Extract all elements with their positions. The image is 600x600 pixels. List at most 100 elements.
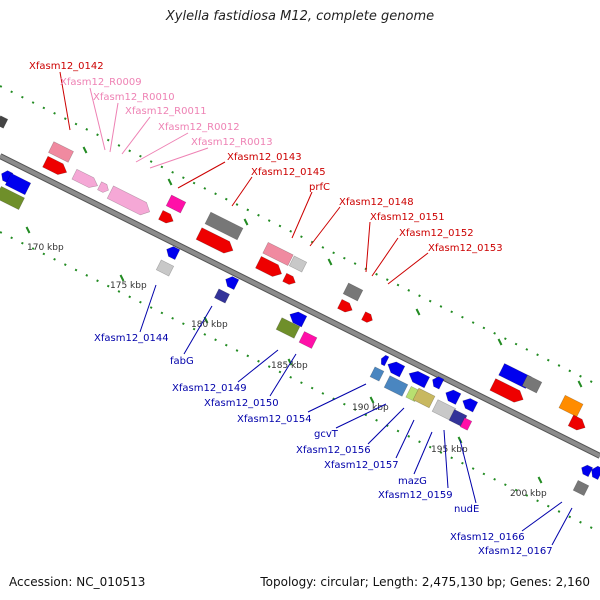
gene-xfasm12-0149-blue [289,311,308,328]
gene-prfC [255,255,283,277]
leader-reverse-2 [237,349,279,383]
kbp-tick-3 [287,358,293,366]
gene-xfasm12-0144-blue [166,246,181,261]
gene-fabG [213,288,231,304]
gene-prfC-grey [288,255,308,273]
gene-edge-left [0,115,9,129]
reverse-label-7: Xfasm12_0157 [324,460,399,471]
forward-label-5: Xfasm12_0151 [370,212,445,223]
topology-text: Topology: circular; Length: 2,475,130 bp… [260,575,590,589]
gene-r0011 [106,185,151,216]
gene-r0010 [97,181,109,193]
kbp-tick-0 [25,226,31,234]
reverse-label-10: nudE [454,504,479,515]
gene-forward-blue [498,363,532,389]
gene-nudE [459,417,473,431]
reverse-label-6: Xfasm12_0156 [296,445,371,456]
kbp-tick-1 [119,274,125,282]
leader-rna-2 [121,116,151,155]
leader-rna-4 [149,147,209,169]
reverse-label-12: Xfasm12_0167 [478,546,553,557]
reverse-label-2: Xfasm12_0149 [172,383,247,394]
forward-label-3: prfC [309,182,330,193]
kbp-label-1: 175 kbp [110,281,147,291]
map-title: Xylella fastidiosa M12, complete genome [165,9,435,24]
kbp-tick-6 [537,476,543,484]
forward-label-6: Xfasm12_0152 [399,228,474,239]
gene-fabG-blue [225,276,240,291]
gene-prfC-small [282,272,296,285]
gene-xfasm12-0152 [361,311,373,323]
reverse-label-11: Xfasm12_0166 [450,532,525,543]
gene-edge-right [591,465,600,481]
reverse-label-9: Xfasm12_0159 [378,490,453,501]
accession-text: Accession: NC_010513 [9,575,146,589]
leader-forward-3 [291,191,313,239]
gene-gcvT [383,375,409,397]
gene-xfasm12-0156-blue [432,376,445,390]
kbp-label-4: 190 kbp [352,403,389,413]
kbp-label-0: 170 kbp [27,243,64,253]
leader-reverse-11 [521,501,563,532]
outer-tick-0 [82,146,88,154]
gene-left-blue [4,172,32,196]
reverse-label-3: Xfasm12_0150 [204,398,279,409]
gene-xfasm12-0151 [337,298,353,313]
outer-tick-2 [243,218,249,226]
leader-forward-2 [231,176,253,207]
leader-reverse-10 [459,439,477,504]
leader-reverse-3 [269,353,297,397]
leader-forward-1 [177,161,226,189]
gene-xfasm12-0154-blue [380,354,390,367]
gene-prfC-upper [262,241,294,267]
gene-xfasm12-0159-blue [462,398,479,413]
gene-xfasm12-0149 [275,317,301,339]
gene-xfasm12-0144 [155,259,175,277]
backbone-line [0,154,600,458]
rna-label-1: Xfasm12_R0010 [93,92,175,103]
reverse-label-5: gcvT [314,429,339,440]
leader-rna-0 [89,87,106,151]
gene-gcvT-blue [387,361,406,378]
gene-left-blue-small [1,170,14,184]
gene-xfasm12-0143-upper [165,194,187,214]
gene-gcvT-blue-2 [408,370,431,389]
gene-xfasm12-0166 [572,479,590,497]
reverse-label-4: Xfasm12_0154 [237,414,312,425]
leader-reverse-5 [335,403,387,429]
gene-xfasm12-0157 [412,387,436,409]
gene-xfasm12-0145 [195,227,234,254]
leader-forward-6 [371,237,399,277]
leader-reverse-9 [443,429,449,489]
gene-xfasm12-0142 [42,155,68,175]
leader-reverse-8 [413,431,433,475]
leader-rna-3 [135,132,189,163]
gene-r0009 [71,168,99,188]
leader-forward-5 [365,221,371,273]
rna-label-0: Xfasm12_R0009 [60,77,142,88]
outer-tick-4 [415,308,421,316]
gene-xfasm12-0166-blue [581,464,594,478]
gene-forward-grey [521,374,543,394]
gene-xfasm12-0150 [298,331,318,349]
rna-label-4: Xfasm12_R0013 [191,137,273,148]
leader-forward-4 [309,206,341,247]
outer-tick-3 [327,258,333,266]
leader-reverse-4 [307,383,367,413]
leader-reverse-7 [395,419,415,459]
leader-reverse-12 [551,507,573,546]
gene-xfasm12-0145-upper [204,211,244,241]
inner-dotted-track [0,231,600,533]
gene-forward-red [489,378,524,403]
forward-label-7: Xfasm12_0153 [428,243,503,254]
kbp-tick-4 [369,396,375,404]
gene-left-olive [0,185,25,211]
reverse-label-1: fabG [170,356,194,367]
reverse-label-0: Xfasm12_0144 [94,333,169,344]
gene-xfasm12-0142-upper [48,141,74,163]
outer-tick-1 [167,178,173,186]
kbp-label-3: 185 kbp [271,361,308,371]
reverse-label-8: mazG [398,476,427,487]
outer-tick-6 [577,380,583,388]
